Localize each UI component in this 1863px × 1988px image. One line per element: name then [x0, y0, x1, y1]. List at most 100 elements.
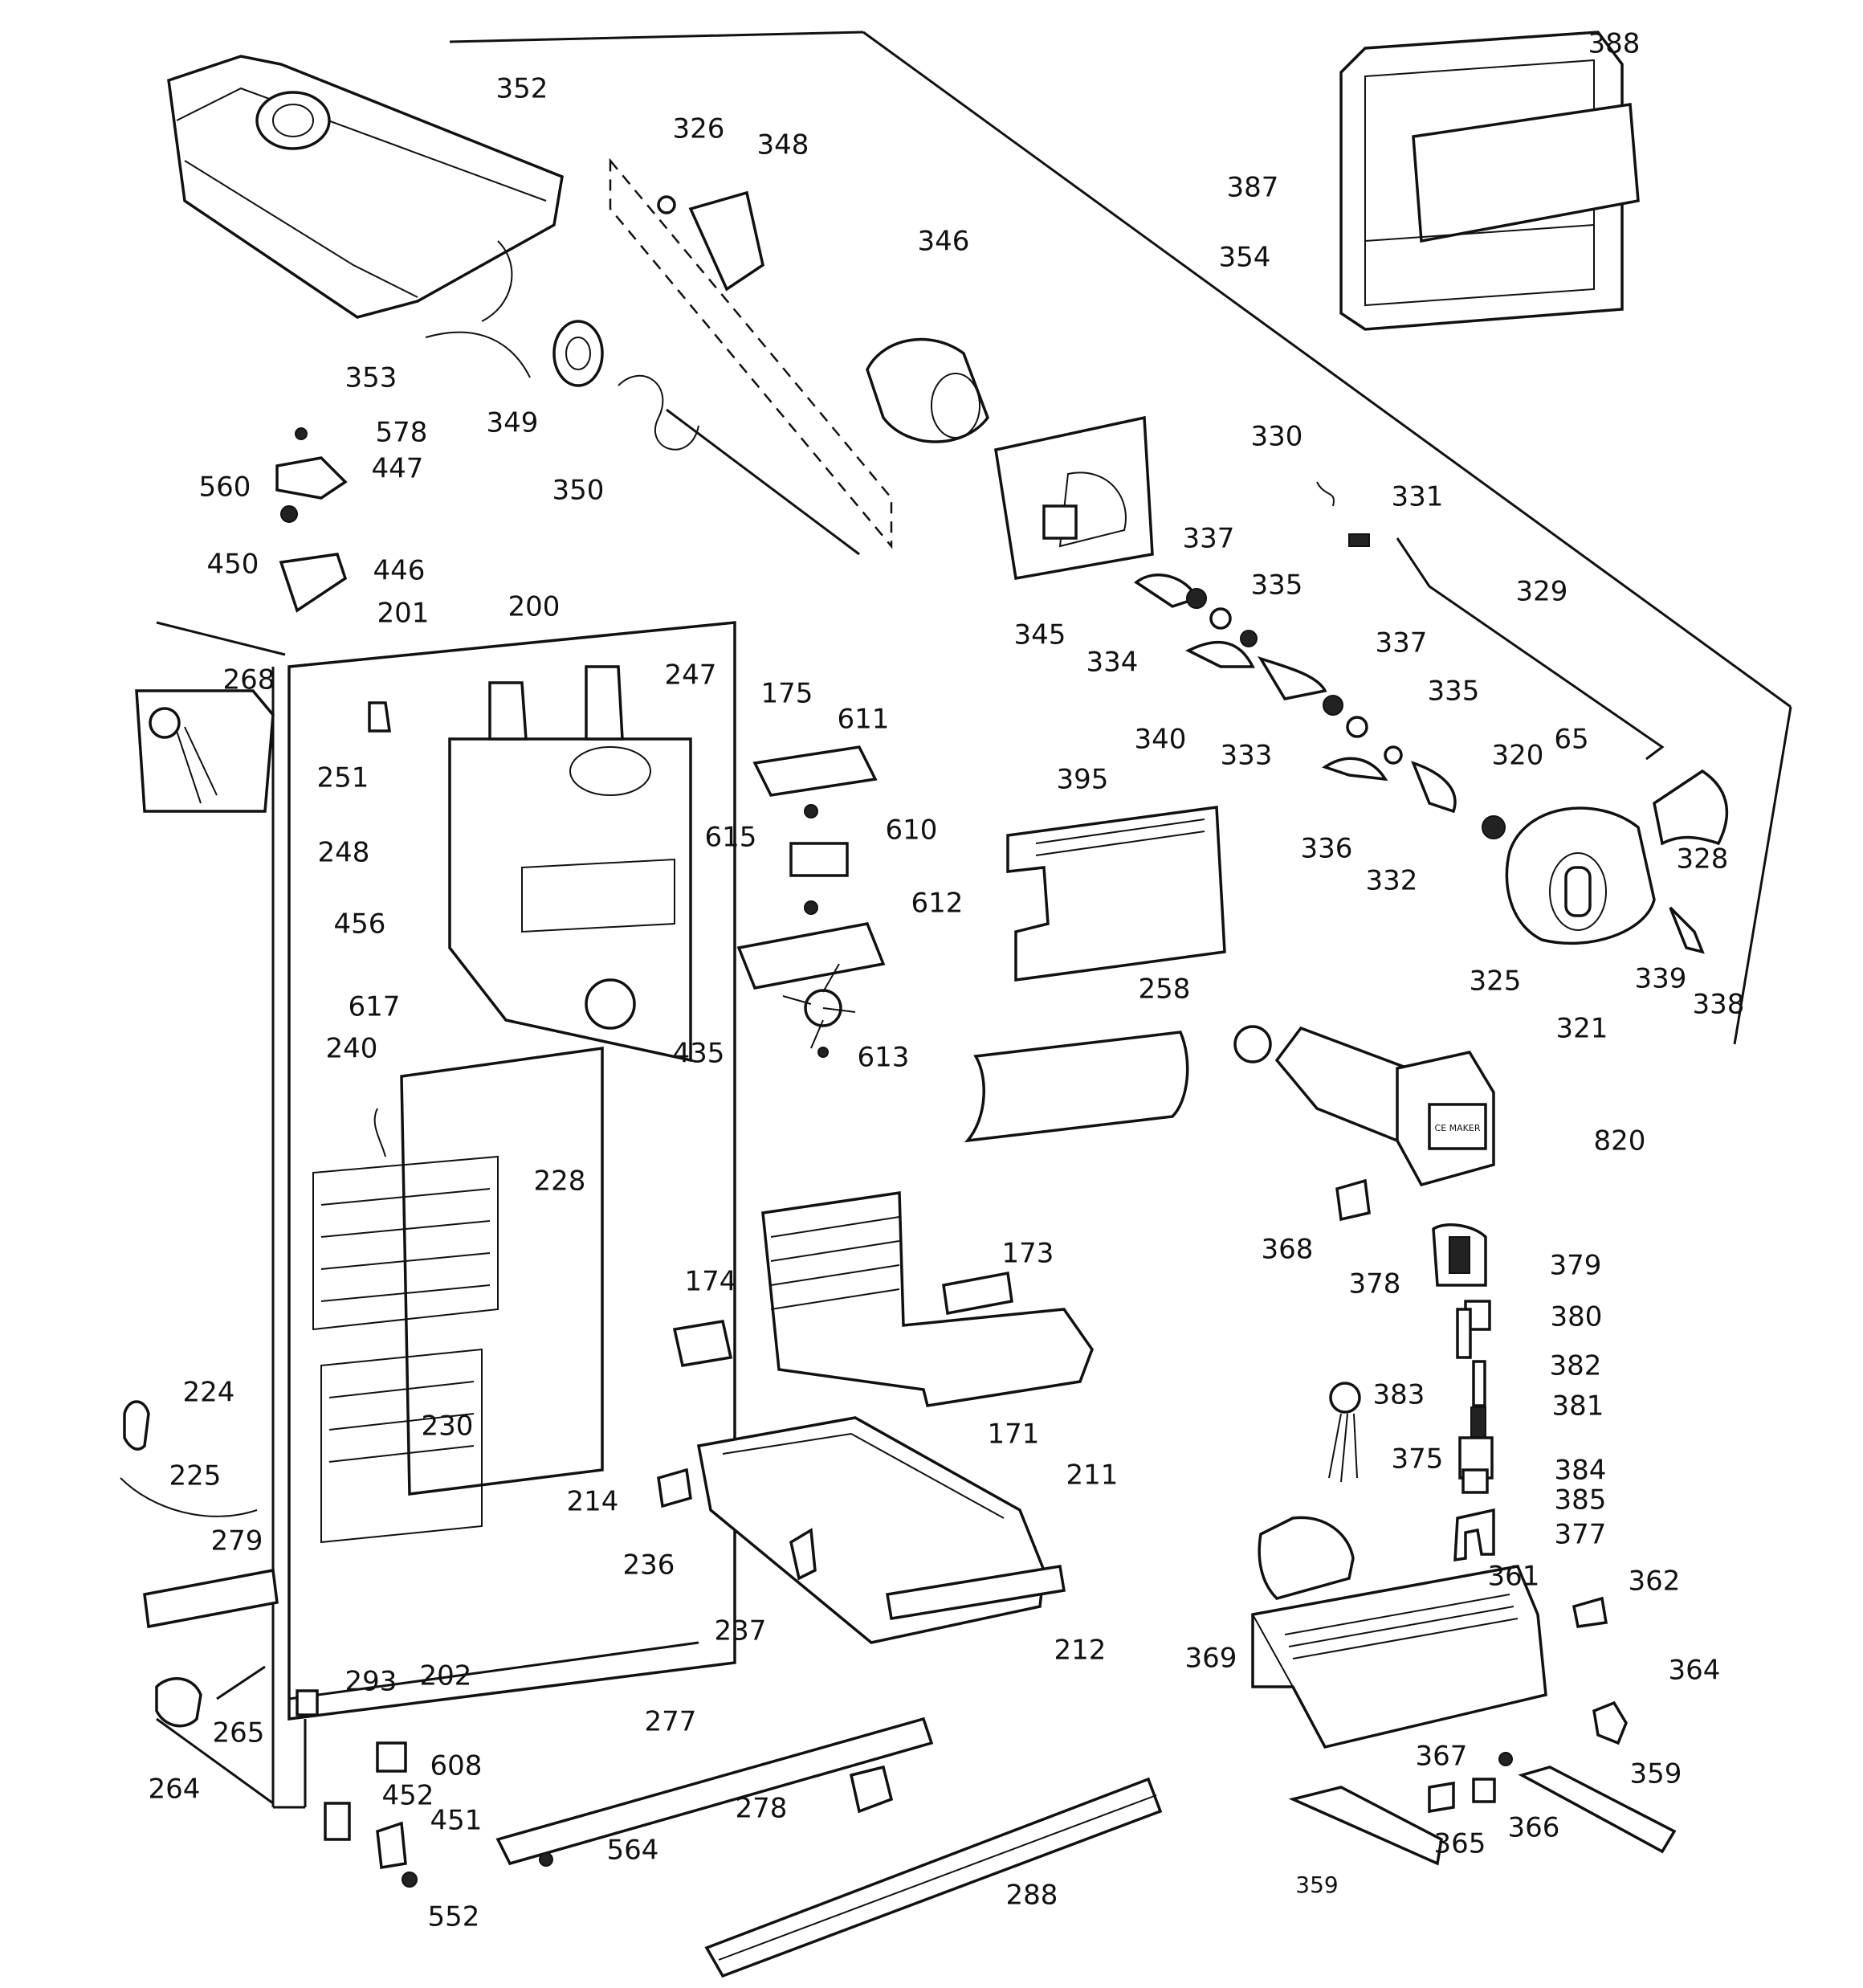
drive-motor-325 [1505, 769, 1729, 954]
frame-lines [288, 31, 1792, 1700]
part-label-447: 447 [372, 453, 424, 485]
part-label-265: 265 [213, 1717, 265, 1749]
evaporator-228 [312, 1046, 604, 1544]
part-label-387: 387 [1227, 172, 1279, 204]
part-label-385: 385 [1555, 1484, 1607, 1517]
part-label-617: 617 [349, 991, 401, 1023]
part-label-211: 211 [1066, 1459, 1119, 1492]
part-label-237: 237 [715, 1615, 767, 1647]
part-label-224: 224 [183, 1377, 235, 1409]
part-label-335b: 335 [1428, 676, 1480, 708]
part-label-349: 349 [487, 407, 539, 439]
part-label-337b: 337 [1376, 627, 1428, 659]
part-label-820: 820 [1594, 1125, 1646, 1157]
left-side-parts [120, 427, 418, 1888]
part-label-173: 173 [1002, 1238, 1054, 1270]
part-label-340: 340 [1135, 724, 1187, 756]
part-label-378: 378 [1349, 1268, 1401, 1300]
part-label-335a: 335 [1251, 569, 1303, 602]
part-label-264: 264 [149, 1774, 201, 1806]
part-label-288: 288 [1006, 1880, 1058, 1912]
auger-assembly [552, 157, 989, 556]
part-label-452: 452 [382, 1780, 434, 1812]
part-label-377: 377 [1555, 1519, 1607, 1551]
part-label-345: 345 [1014, 619, 1066, 651]
part-label-320: 320 [1492, 740, 1544, 772]
part-label-346: 346 [918, 226, 970, 258]
part-label-200: 200 [508, 591, 561, 623]
part-label-293: 293 [345, 1666, 397, 1698]
part-label-361: 361 [1488, 1561, 1540, 1593]
part-label-388: 388 [1588, 28, 1641, 60]
part-label-258: 258 [1139, 974, 1191, 1006]
part-label-359b: 359 [1295, 1872, 1338, 1898]
part-label-175: 175 [761, 678, 813, 710]
part-label-450: 450 [207, 549, 259, 581]
ice-maker-plate-text: CE MAKER [1435, 1123, 1481, 1133]
part-label-435: 435 [673, 1038, 725, 1070]
part-label-214: 214 [567, 1486, 619, 1518]
part-label-278: 278 [736, 1793, 788, 1825]
part-label-339: 339 [1635, 963, 1687, 995]
ice-maker-820: CE MAKER [1233, 1025, 1495, 1222]
part-label-321: 321 [1556, 1013, 1608, 1045]
control-box-361 [1251, 1516, 1677, 1866]
basket-171 [672, 1190, 1094, 1407]
part-label-451: 451 [430, 1805, 483, 1837]
part-label-171: 171 [988, 1419, 1040, 1451]
part-label-610: 610 [886, 814, 938, 847]
part-label-279: 279 [211, 1525, 263, 1557]
part-label-382: 382 [1550, 1350, 1602, 1382]
cabinet-frame-456 [156, 621, 736, 1809]
part-label-337a: 337 [1183, 523, 1235, 555]
part-label-578: 578 [376, 417, 428, 449]
part-label-251: 251 [317, 762, 369, 794]
part-label-325: 325 [1470, 965, 1522, 998]
part-label-367: 367 [1416, 1741, 1468, 1773]
part-label-277: 277 [645, 1706, 697, 1738]
fan-motor-brackets [736, 745, 886, 1058]
part-label-395: 395 [1057, 764, 1109, 796]
part-label-331: 331 [1392, 481, 1444, 513]
part-label-380: 380 [1551, 1301, 1603, 1333]
part-label-456: 456 [334, 908, 386, 941]
crisper-pan-211 [657, 1416, 1066, 1644]
part-label-446: 446 [373, 555, 426, 587]
part-label-225: 225 [169, 1460, 222, 1492]
part-label-379: 379 [1550, 1250, 1602, 1282]
part-label-354: 354 [1219, 242, 1271, 274]
part-label-240: 240 [326, 1033, 378, 1065]
part-label-248: 248 [318, 837, 370, 869]
part-label-615: 615 [705, 822, 757, 854]
part-label-362: 362 [1629, 1565, 1681, 1598]
part-label-613: 613 [858, 1042, 910, 1074]
part-label-333: 333 [1221, 740, 1273, 772]
part-label-608: 608 [430, 1750, 483, 1782]
part-label-201: 201 [377, 598, 430, 630]
part-label-560: 560 [199, 471, 251, 504]
fan-housing-247 [448, 665, 692, 1063]
part-label-202: 202 [420, 1660, 472, 1692]
part-label-564: 564 [607, 1835, 659, 1867]
part-label-338: 338 [1693, 989, 1745, 1021]
part-label-611: 611 [838, 704, 890, 736]
part-label-348: 348 [757, 129, 809, 161]
part-label-328: 328 [1677, 843, 1729, 876]
part-label-330: 330 [1251, 421, 1303, 453]
part-label-369: 369 [1185, 1643, 1237, 1675]
part-label-326: 326 [673, 113, 725, 145]
part-label-336: 336 [1301, 833, 1353, 865]
part-label-228: 228 [534, 1165, 586, 1198]
part-label-230: 230 [422, 1410, 474, 1443]
part-label-236: 236 [623, 1549, 675, 1582]
part-label-375: 375 [1392, 1443, 1444, 1476]
solenoid-parts [1328, 1223, 1495, 1562]
part-label-174: 174 [685, 1266, 737, 1298]
dispenser-door-387 [1339, 31, 1640, 331]
part-label-334: 334 [1086, 647, 1139, 679]
cover-panels [964, 806, 1226, 1143]
part-label-350: 350 [552, 475, 605, 507]
part-label-247: 247 [665, 659, 717, 692]
